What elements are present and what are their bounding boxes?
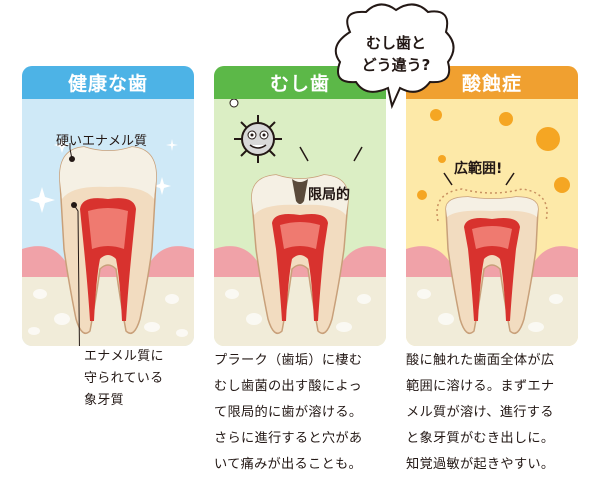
speech-bubble bbox=[334, 3, 455, 110]
healthy-title: 健康な歯 bbox=[67, 73, 148, 95]
germ-icon bbox=[229, 99, 282, 163]
erosion-caption: 酸に触れた歯面全体が広 範囲に溶ける。まずエナ メル質が溶け、進行する と象牙質… bbox=[406, 353, 555, 472]
healthy-enamel-label: 硬いエナメル質 bbox=[56, 134, 148, 149]
healthy-tooth-illustration bbox=[22, 137, 194, 346]
healthy-callout: エナメル質に 守られている 象牙質 bbox=[84, 349, 164, 408]
caries-caption: プラーク（歯垢）に棲む むし歯菌の出す酸によっ て限局的に歯が溶ける。 さらに進… bbox=[214, 353, 363, 472]
erosion-widespread-label: 広範囲! bbox=[454, 161, 503, 177]
caries-panel: むし歯 bbox=[214, 66, 386, 346]
caries-title: むし歯 bbox=[269, 73, 330, 95]
caries-tooth-illustration bbox=[214, 99, 386, 346]
sparkle-icon bbox=[29, 137, 178, 213]
erosion-title: 酸蝕症 bbox=[461, 73, 522, 95]
speech-bubble-text: むし歯と どう違う? bbox=[361, 34, 431, 74]
caries-localized-label: 限局的 bbox=[308, 187, 350, 203]
healthy-header: 健康な歯 bbox=[22, 66, 194, 99]
healthy-panel: 健康な歯 硬いエナメル質 bbox=[22, 66, 194, 346]
acid-bubble-icon bbox=[417, 109, 570, 200]
erosion-tooth-illustration bbox=[406, 109, 578, 346]
